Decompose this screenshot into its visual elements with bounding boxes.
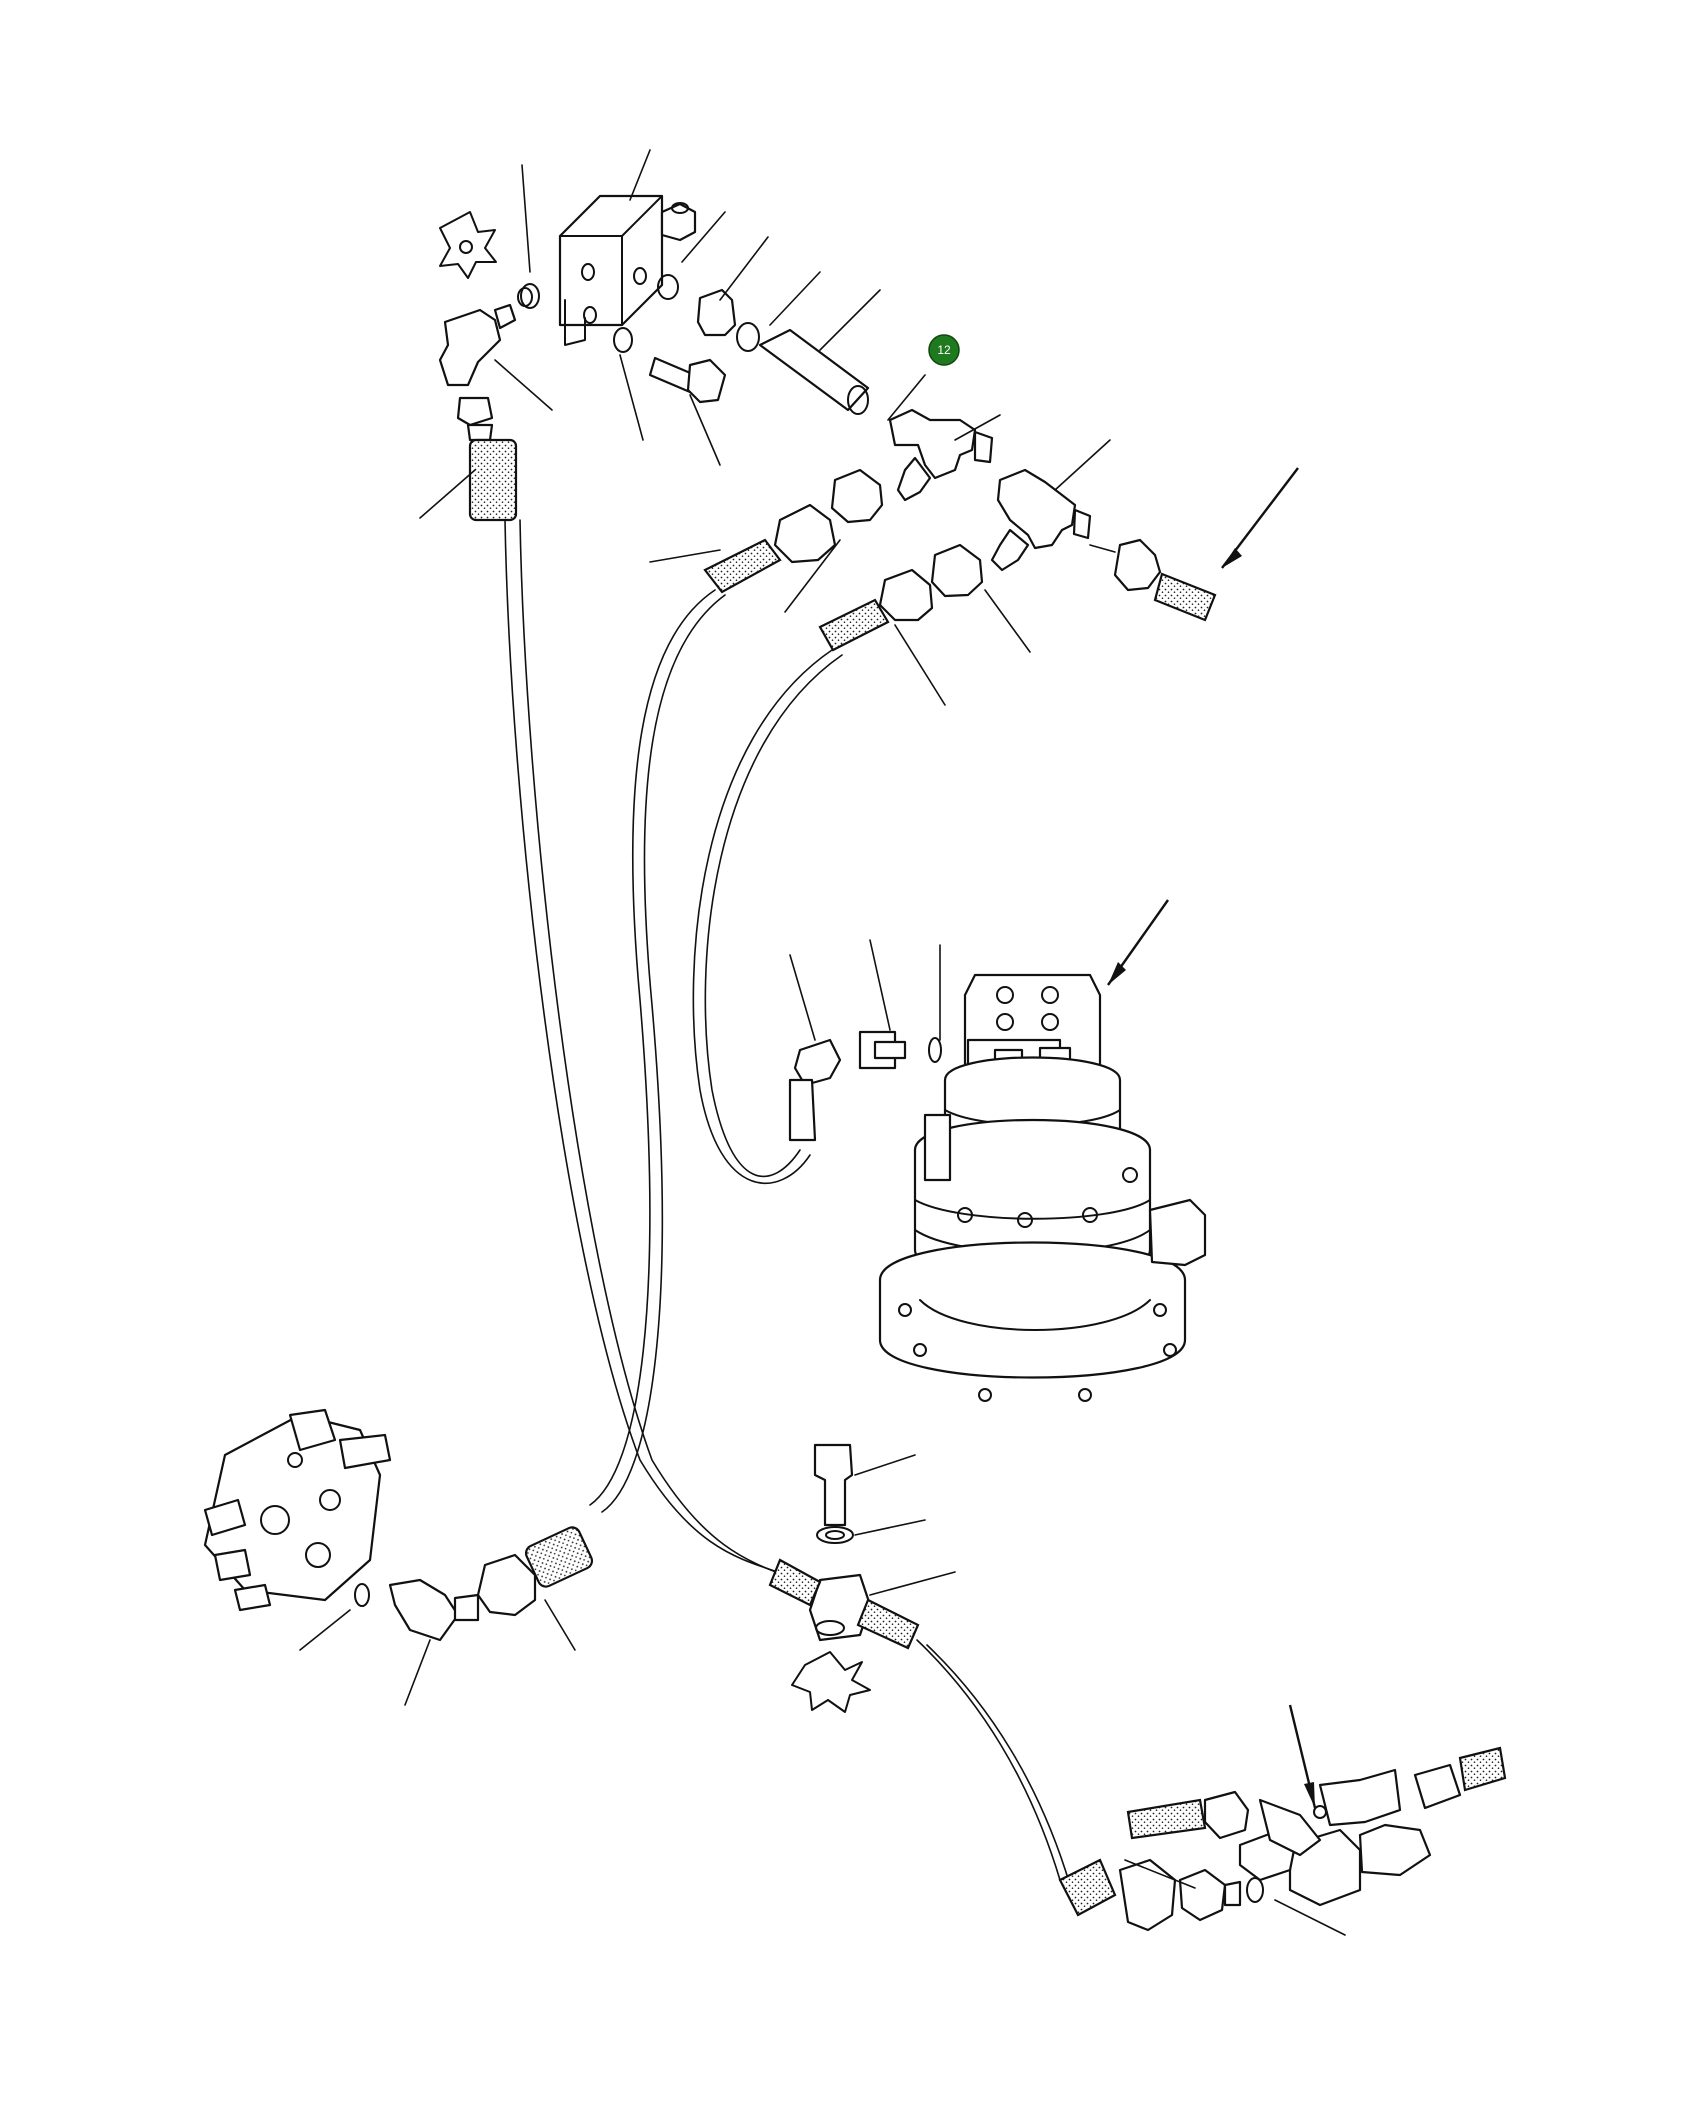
clamp-bolt xyxy=(813,1443,854,1527)
hose-lines xyxy=(504,519,1071,1886)
o-ring-4 xyxy=(736,322,760,352)
mount-bracket-top xyxy=(439,211,497,279)
control-valve xyxy=(203,1408,594,1706)
callout-label: 12 xyxy=(937,343,951,357)
callout-badge[interactable] xyxy=(928,334,960,366)
callout-12[interactable]: 12 xyxy=(928,334,960,366)
swing-motor xyxy=(788,899,1207,1402)
union-fitting xyxy=(696,288,737,337)
mount-bracket-bottom xyxy=(791,1651,871,1713)
elbow-fitting-top-left xyxy=(438,308,502,387)
o-ring-2 xyxy=(657,274,679,300)
bottom-right-valve xyxy=(1058,1704,1507,1936)
o-ring-1 xyxy=(520,283,540,309)
tube-spacer xyxy=(758,328,870,412)
tee-fitting-2 xyxy=(996,468,1077,550)
tee-fitting-1 xyxy=(888,408,977,480)
tee-fittings-group xyxy=(649,408,1299,706)
clamp-assembly xyxy=(768,1443,956,1713)
manifold-block xyxy=(558,194,664,327)
top-manifold-group xyxy=(419,149,926,522)
o-ring-3 xyxy=(613,327,633,353)
